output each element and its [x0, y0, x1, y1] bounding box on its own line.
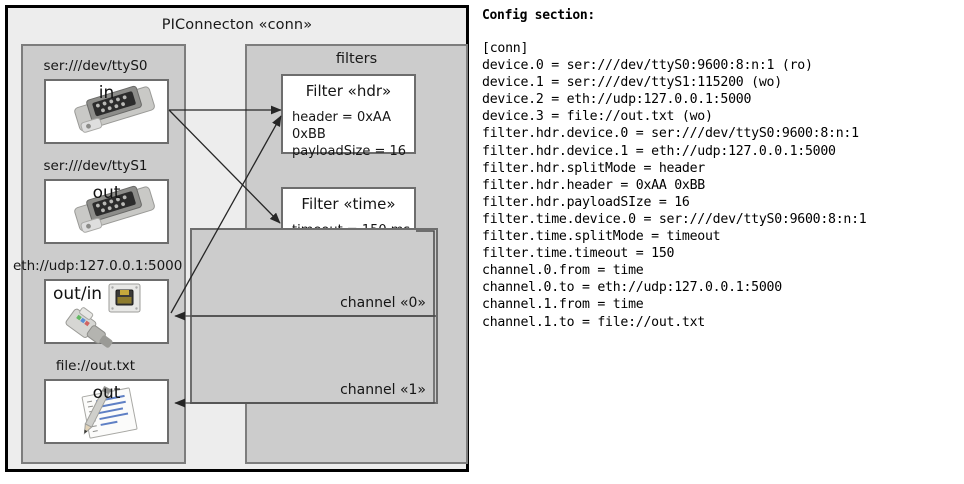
channel-label-1: channel «1» [340, 382, 426, 398]
diagram-title: PIConnecton «conn» [161, 17, 313, 33]
filter-box-hdr[interactable]: Filter «hdr» header = 0xAA 0xBB payloadS… [281, 74, 416, 159]
device-box-eth[interactable]: out/in [44, 279, 169, 348]
config-heading: Config section: [482, 8, 595, 23]
device-label-eth: eth://udp:127.0.0.1:5000 [13, 258, 183, 274]
channel-box-1[interactable]: channel «1» [190, 315, 438, 404]
filter-attr: header = 0xAA 0xBB [292, 110, 392, 142]
filter-title-time: Filter «time» [301, 195, 396, 213]
device-label-ttys0: ser:///dev/ttyS0 [43, 58, 148, 74]
device-box-ttys1[interactable]: out [44, 179, 169, 244]
device-box-ttys0[interactable]: in [44, 79, 169, 144]
device-label-file: file://out.txt [55, 358, 136, 374]
channel-box-0[interactable]: channel «0» [190, 228, 438, 317]
filter-attr: payloadSize = 16 [292, 144, 407, 159]
device-label-ttys1: ser:///dev/ttyS1 [43, 158, 148, 174]
device-io-ttys0: in [98, 83, 115, 103]
device-io-file: out [92, 383, 121, 403]
filters-group-title: filters [335, 51, 378, 67]
channel-label-0: channel «0» [340, 295, 426, 311]
filter-attrs-hdr: header = 0xAA 0xBB payloadSize = 16 [292, 109, 414, 160]
filter-title-hdr: Filter «hdr» [305, 82, 392, 100]
config-body: [conn] device.0 = ser:///dev/ttyS0:9600:… [482, 41, 867, 330]
device-io-ttys1: out [92, 183, 121, 203]
config-panel: Config section: [conn] device.0 = ser://… [482, 8, 960, 331]
device-box-file[interactable]: out [44, 379, 169, 444]
device-io-eth: out/in [53, 284, 103, 304]
